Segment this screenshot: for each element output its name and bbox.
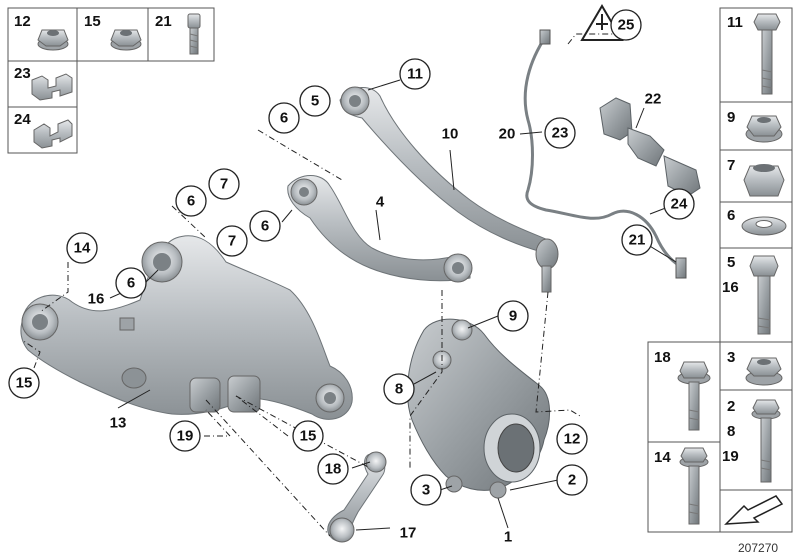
callouts: 25 11 5 6 10 20 23 22 4 6 7 6 7 14 6 16 … bbox=[8, 9, 695, 546]
flange-nut-icon bbox=[745, 357, 783, 386]
callout-7b: 7 bbox=[228, 233, 236, 250]
legend-label-12: 12 bbox=[14, 13, 31, 30]
callout-11: 11 bbox=[407, 66, 423, 83]
sensor-bracket-24 bbox=[663, 155, 701, 197]
legend-top-left: 12 15 21 23 24 bbox=[7, 7, 215, 154]
bolt-icon bbox=[749, 255, 779, 335]
callout-16: 16 bbox=[88, 291, 105, 308]
cable-clip-icon bbox=[31, 73, 73, 101]
lock-nut-icon bbox=[745, 115, 783, 143]
legend-right: 11 9 7 6 5 16 18 3 2 8 19 14 bbox=[647, 7, 793, 533]
legend-label-3: 3 bbox=[727, 349, 735, 366]
callout-12: 12 bbox=[564, 431, 581, 448]
callout-8: 8 bbox=[395, 381, 403, 398]
callout-6d: 6 bbox=[127, 275, 135, 292]
flange-bolt-icon bbox=[679, 447, 709, 525]
legend-label-8: 8 bbox=[727, 423, 735, 440]
callout-7: 7 bbox=[220, 176, 228, 193]
legend-label-6: 6 bbox=[727, 207, 735, 224]
flange-bolt-icon bbox=[677, 361, 711, 431]
flange-nut-icon bbox=[110, 29, 142, 51]
callout-25: 25 bbox=[618, 17, 635, 34]
legend-label-15: 15 bbox=[84, 13, 101, 30]
callout-20: 20 bbox=[499, 126, 516, 143]
legend-label-7: 7 bbox=[727, 157, 735, 174]
callout-15: 15 bbox=[16, 375, 33, 392]
callout-14: 14 bbox=[74, 240, 91, 257]
callout-5: 5 bbox=[311, 93, 319, 110]
legend-label-19: 19 bbox=[722, 448, 739, 465]
callout-24: 24 bbox=[671, 196, 688, 213]
callout-23: 23 bbox=[552, 125, 569, 142]
callout-1: 1 bbox=[504, 529, 512, 546]
bolt-icon bbox=[187, 13, 201, 55]
callout-6: 6 bbox=[280, 110, 288, 127]
callout-21: 21 bbox=[629, 232, 646, 249]
callout-19: 19 bbox=[177, 428, 194, 445]
legend-label-18: 18 bbox=[654, 349, 671, 366]
legend-label-23: 23 bbox=[14, 65, 31, 82]
callout-4: 4 bbox=[376, 194, 385, 211]
leader-lines bbox=[21, 24, 677, 537]
callout-17: 17 bbox=[400, 525, 417, 542]
flange-nut-icon bbox=[37, 29, 69, 51]
callout-6b: 6 bbox=[261, 218, 269, 235]
legend-label-14: 14 bbox=[654, 449, 671, 466]
hex-nut-icon bbox=[743, 164, 785, 197]
legend-label-11: 11 bbox=[727, 14, 743, 31]
legend-label-9: 9 bbox=[727, 109, 735, 126]
control-arm-10 bbox=[339, 87, 549, 253]
callout-6c: 6 bbox=[187, 193, 195, 210]
callout-15b: 15 bbox=[300, 428, 317, 445]
legend-label-16: 16 bbox=[722, 279, 739, 296]
legend-label-21: 21 bbox=[155, 13, 172, 30]
cable-clip-icon bbox=[33, 119, 73, 149]
callout-18: 18 bbox=[325, 461, 342, 478]
legend-label-2: 2 bbox=[727, 398, 735, 415]
callout-22: 22 bbox=[645, 91, 662, 108]
callout-2: 2 bbox=[568, 472, 576, 489]
legend-label-24: 24 bbox=[14, 111, 31, 128]
direction-arrow-icon bbox=[724, 495, 784, 525]
sensor-bracket-22b bbox=[627, 127, 665, 167]
callout-3: 3 bbox=[422, 482, 430, 499]
bolt-icon bbox=[753, 13, 781, 95]
callout-13: 13 bbox=[110, 415, 127, 432]
sensor-bracket-22 bbox=[599, 97, 633, 141]
legend-label-5: 5 bbox=[727, 254, 735, 271]
washer-icon bbox=[741, 216, 787, 236]
parts-illustration bbox=[20, 4, 701, 543]
callout-10: 10 bbox=[442, 126, 459, 143]
diagram-number: 207270 bbox=[738, 541, 778, 555]
flange-bolt-icon bbox=[751, 399, 781, 483]
lower-control-arm-13 bbox=[20, 235, 353, 420]
callout-9: 9 bbox=[509, 308, 517, 325]
